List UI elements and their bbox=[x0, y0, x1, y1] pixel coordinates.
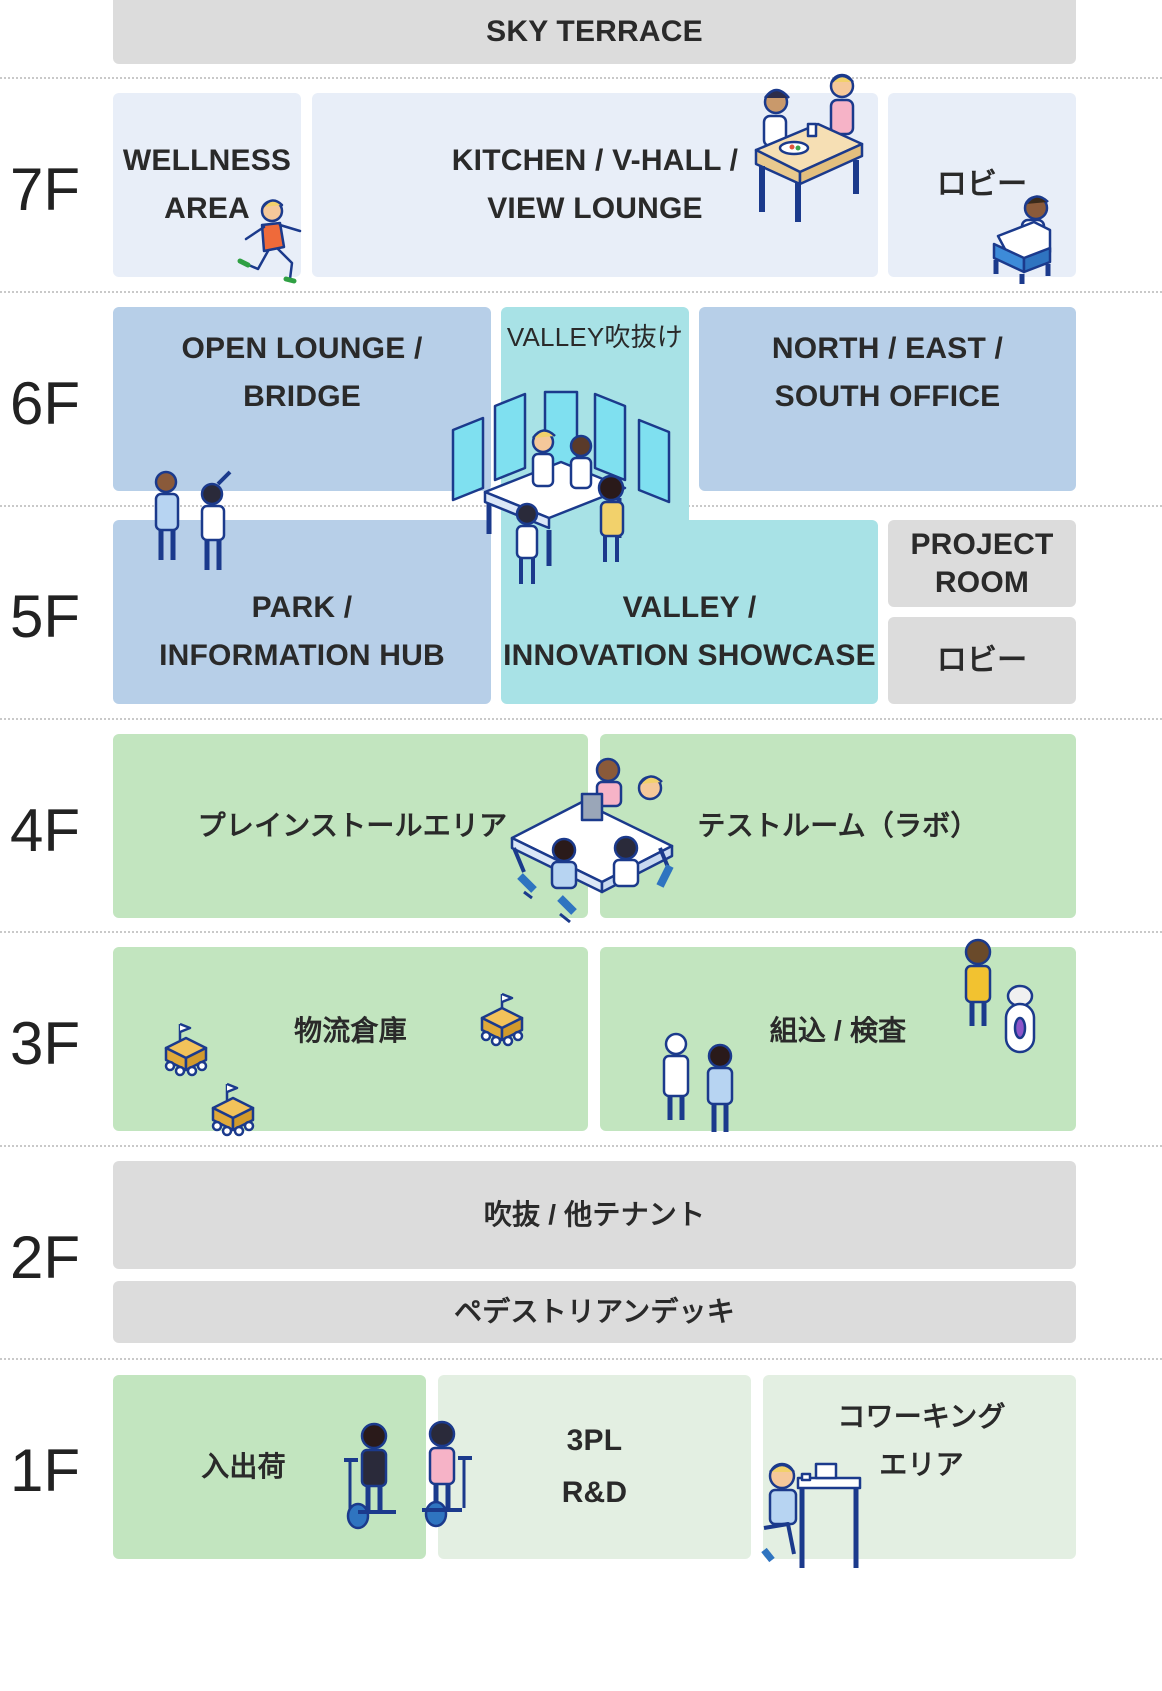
room-lobby-7f[interactable]: ロビー bbox=[888, 93, 1076, 277]
service-robot-icon bbox=[1004, 984, 1036, 1054]
segway-rider-icon bbox=[344, 1422, 396, 1530]
room-valley-innovation-showcase[interactable]: VALLEY / INNOVATION SHOWCASE bbox=[501, 520, 878, 704]
floor-separator bbox=[0, 1145, 1162, 1147]
desk-team-icon bbox=[510, 757, 674, 924]
room-label: VALLEY吹抜け bbox=[506, 322, 684, 352]
worker-icon bbox=[964, 938, 992, 1026]
room-label: 吹抜 / 他テナント bbox=[483, 1199, 706, 1230]
room-label: ロビー bbox=[936, 168, 1028, 201]
room-preinstall-area[interactable]: プレインストールエリア bbox=[113, 734, 588, 918]
room-label: NORTH / EAST / SOUTH OFFICE bbox=[771, 332, 1004, 413]
delivery-robot-icon bbox=[211, 1082, 255, 1137]
room-pedestrian-deck[interactable]: ペデストリアンデッキ bbox=[113, 1281, 1076, 1343]
room-project-room[interactable]: PROJECT ROOM bbox=[888, 520, 1076, 607]
floor-label-5f: 5F bbox=[10, 583, 81, 650]
room-label: 物流倉庫 bbox=[294, 1015, 407, 1046]
room-3pl-rd[interactable]: 3PL R&D bbox=[438, 1375, 751, 1559]
room-park-information-hub[interactable]: PARK / INFORMATION HUB bbox=[113, 520, 491, 704]
floor-label-1f: 1F bbox=[10, 1437, 81, 1504]
floor-label-4f: 4F bbox=[10, 797, 81, 864]
room-north-east-south-office[interactable]: NORTH / EAST / SOUTH OFFICE bbox=[699, 307, 1076, 491]
room-label: OPEN LOUNGE / BRIDGE bbox=[181, 332, 423, 413]
coworking-desk-icon bbox=[761, 1462, 862, 1568]
room-lobby-5f[interactable]: ロビー bbox=[888, 617, 1076, 704]
floor-label-2f: 2F bbox=[10, 1224, 81, 1291]
floor-label-7f: 7F bbox=[10, 156, 81, 223]
room-label: テストルーム（ラボ） bbox=[697, 810, 979, 841]
room-label: SKY TERRACE bbox=[486, 15, 703, 48]
floor-separator bbox=[0, 77, 1162, 79]
room-label: ペデストリアンデッキ bbox=[454, 1296, 735, 1327]
floor-separator bbox=[0, 931, 1162, 933]
segway-rider-icon bbox=[422, 1420, 472, 1528]
room-label: 組込 / 検査 bbox=[769, 1015, 907, 1046]
room-label: 3PL R&D bbox=[561, 1424, 628, 1509]
room-label: プレインストールエリア bbox=[197, 810, 508, 841]
delivery-robot-icon bbox=[164, 1022, 208, 1077]
room-assembly-inspection[interactable]: 組込 / 検査 bbox=[600, 947, 1076, 1131]
worker-icon bbox=[662, 1032, 734, 1132]
floor-label-3f: 3F bbox=[10, 1010, 81, 1077]
floor-label-6f: 6F bbox=[10, 370, 81, 437]
room-open-lounge[interactable]: OPEN LOUNGE / BRIDGE bbox=[113, 307, 491, 491]
floor-separator bbox=[0, 718, 1162, 720]
room-label: KITCHEN / V-HALL / VIEW LOUNGE bbox=[451, 144, 739, 225]
glass-screens-icon bbox=[451, 390, 671, 584]
room-test-room-lab[interactable]: テストルーム（ラボ） bbox=[600, 734, 1076, 918]
floor-separator bbox=[0, 291, 1162, 293]
floor-separator bbox=[0, 1358, 1162, 1360]
room-label: WELLNESS AREA bbox=[122, 144, 292, 225]
room-label: ロビー bbox=[936, 643, 1028, 677]
room-kitchen-vhall[interactable]: KITCHEN / V-HALL / VIEW LOUNGE bbox=[312, 93, 878, 277]
room-label: コワーキング エリア bbox=[837, 1401, 1006, 1480]
room-label: PROJECT ROOM bbox=[910, 527, 1054, 599]
room-label: PARK / INFORMATION HUB bbox=[159, 591, 445, 672]
delivery-robot-icon bbox=[480, 992, 524, 1047]
room-label: VALLEY / INNOVATION SHOWCASE bbox=[503, 591, 876, 672]
lounge-chair-icon bbox=[992, 195, 1052, 284]
room-label: 入出荷 bbox=[201, 1451, 286, 1482]
room-sky-terrace[interactable]: SKY TERRACE bbox=[113, 0, 1076, 64]
people-group-icon bbox=[154, 470, 232, 570]
room-atrium-other-tenants[interactable]: 吹抜 / 他テナント bbox=[113, 1161, 1076, 1269]
dining-table-icon bbox=[754, 73, 864, 222]
runner-icon bbox=[237, 199, 302, 284]
